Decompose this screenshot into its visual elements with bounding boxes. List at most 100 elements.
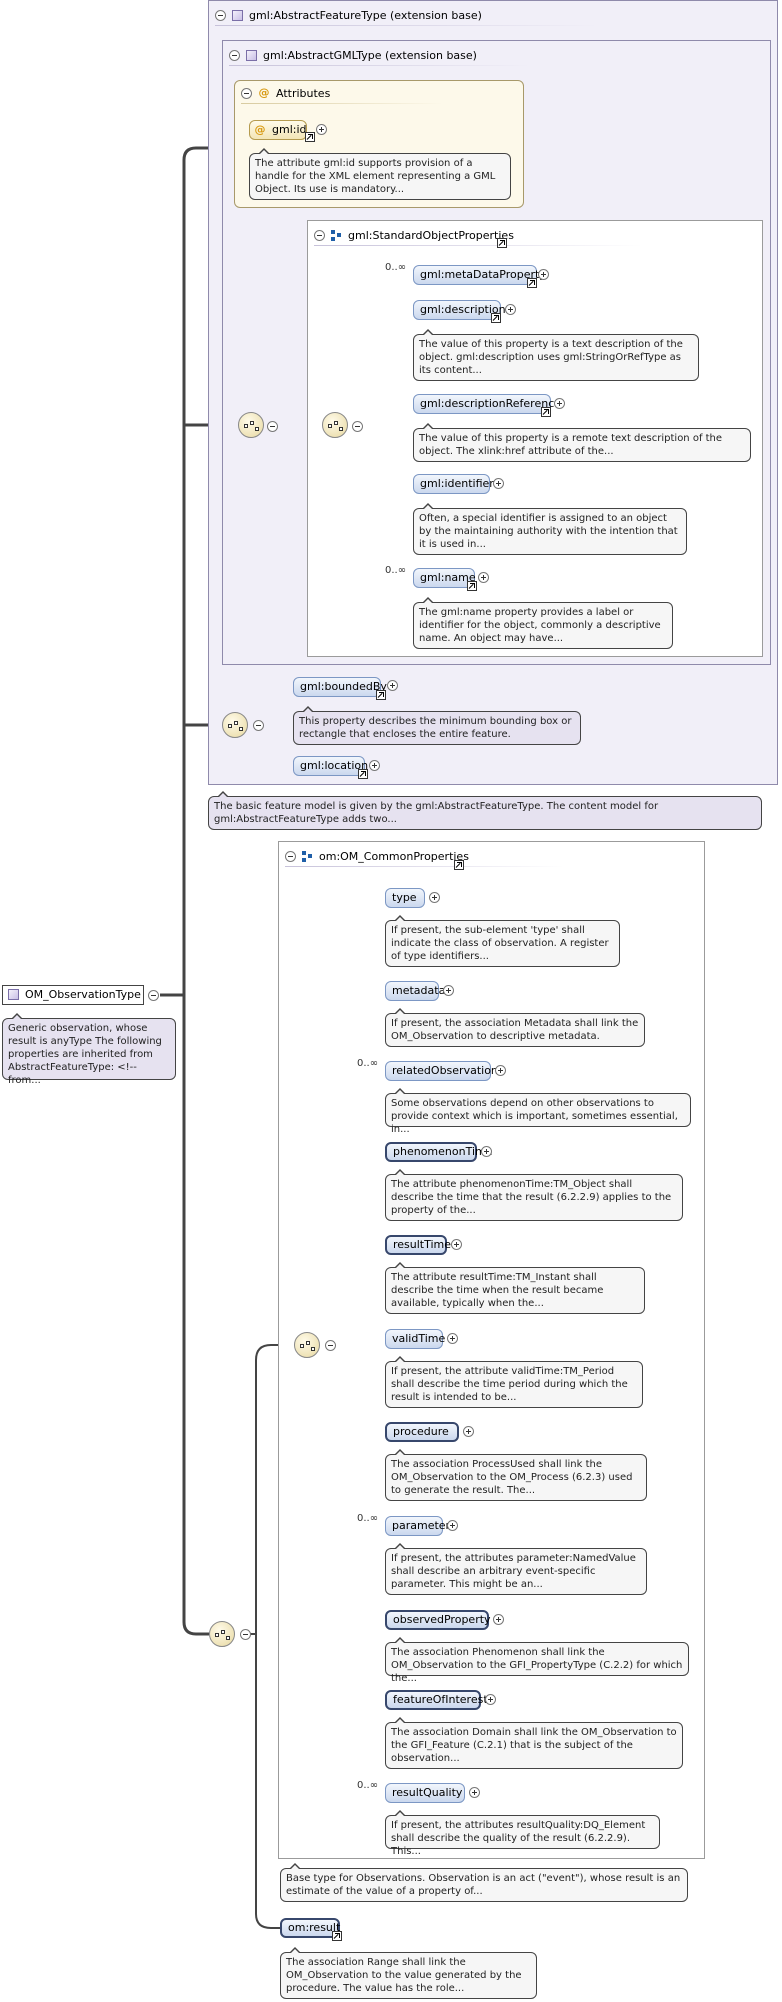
collapse-icon[interactable] xyxy=(285,850,296,862)
expand-icon[interactable] xyxy=(554,398,565,409)
element-procedure[interactable]: procedure xyxy=(385,1422,459,1442)
collapse-icon[interactable] xyxy=(267,421,278,432)
element-gml-description-reference[interactable]: gml:descriptionReference xyxy=(413,394,561,414)
gml-id-doc: The attribute gml:id supports provision … xyxy=(249,148,511,200)
element-resultTime[interactable]: resultTime xyxy=(385,1235,451,1255)
trunk-to-main-seq xyxy=(182,995,209,1636)
element-gml-bounded-by[interactable]: gml:boundedBy xyxy=(293,677,387,697)
feature-type-label: gml:AbstractFeatureType (extension base) xyxy=(249,8,482,22)
group-icon xyxy=(331,229,342,241)
complex-type-icon xyxy=(232,9,243,21)
element-observedProperty[interactable]: observedProperty xyxy=(385,1610,491,1630)
sequence-compositor-icon[interactable] xyxy=(322,412,348,438)
expand-icon[interactable] xyxy=(451,1239,462,1250)
std-props-label: gml:StandardObjectProperties xyxy=(348,228,514,242)
doc-type: If present, the sub-element 'type' shall… xyxy=(385,915,620,967)
om-common-properties-box: om:OM_CommonProperties xyxy=(278,841,705,1859)
collapse-icon[interactable] xyxy=(148,990,159,1001)
collapse-icon[interactable] xyxy=(240,1629,251,1640)
attributes-label: Attributes xyxy=(276,86,331,100)
expand-icon[interactable] xyxy=(369,760,380,771)
reference-arrow-icon[interactable] xyxy=(467,581,477,591)
expand-icon[interactable] xyxy=(443,985,454,996)
expand-icon[interactable] xyxy=(387,680,398,691)
expand-icon[interactable] xyxy=(505,304,516,315)
sequence-compositor-icon[interactable] xyxy=(294,1332,320,1358)
doc-metadata: If present, the association Metadata sha… xyxy=(385,1008,645,1047)
attribute-gml-id-label: gml:id xyxy=(272,123,307,136)
doc-featureOfInterest: The association Domain shall link the OM… xyxy=(385,1717,683,1769)
collapse-icon[interactable] xyxy=(352,421,363,432)
element-gml-identifier[interactable]: gml:identifier xyxy=(413,474,494,494)
expand-icon[interactable] xyxy=(316,124,327,135)
doc-resultTime: The attribute resultTime:TM_Instant shal… xyxy=(385,1262,645,1314)
om-observation-type[interactable]: OM_ObservationType xyxy=(2,985,144,1005)
expand-icon[interactable] xyxy=(493,478,504,489)
element-parameter[interactable]: parameter xyxy=(385,1516,450,1536)
attribute-icon: @ xyxy=(258,86,270,99)
reference-arrow-icon[interactable] xyxy=(376,690,386,700)
expand-icon[interactable] xyxy=(429,892,440,903)
element-gml-metadata-property[interactable]: gml:metaDataProperty xyxy=(413,265,546,285)
element-gml-location[interactable]: gml:location xyxy=(293,756,368,776)
collapse-icon[interactable] xyxy=(325,1340,336,1351)
gml-identifier-doc: Often, a special identifier is assigned … xyxy=(413,503,687,555)
collapse-icon[interactable] xyxy=(314,229,325,241)
expand-icon[interactable] xyxy=(469,1787,480,1798)
expand-icon[interactable] xyxy=(463,1426,474,1437)
reference-arrow-icon[interactable] xyxy=(454,860,464,870)
expand-icon[interactable] xyxy=(447,1520,458,1531)
gml-name-doc: The gml:name property provides a label o… xyxy=(413,597,673,649)
element-relatedObservation[interactable]: relatedObservation xyxy=(385,1061,498,1081)
expand-icon[interactable] xyxy=(495,1065,506,1076)
element-type[interactable]: type xyxy=(385,888,425,908)
element-resultQuality[interactable]: resultQuality xyxy=(385,1783,465,1803)
feature-type-doc: The basic feature model is given by the … xyxy=(208,791,762,830)
doc-phenomenonTime: The attribute phenomenonTime:TM_Object s… xyxy=(385,1169,683,1221)
to-common-seq xyxy=(255,1344,294,1361)
element-metadata[interactable]: metadata xyxy=(385,981,445,1001)
common-props-label: om:OM_CommonProperties xyxy=(319,849,469,863)
doc-validTime: If present, the attribute validTime:TM_P… xyxy=(385,1356,643,1408)
reference-arrow-icon[interactable] xyxy=(305,132,315,142)
attribute-gml-id[interactable]: @ gml:id xyxy=(249,120,307,140)
gml-description-reference-doc: The value of this property is a remote t… xyxy=(413,423,751,462)
collapse-icon[interactable] xyxy=(253,720,264,731)
element-gml-name[interactable]: gml:name xyxy=(413,568,476,588)
sequence-compositor-icon[interactable] xyxy=(238,412,264,438)
reference-arrow-icon[interactable] xyxy=(491,313,501,323)
reference-arrow-icon[interactable] xyxy=(358,769,368,779)
reference-arrow-icon[interactable] xyxy=(497,238,507,248)
expand-icon[interactable] xyxy=(538,269,549,280)
collapse-icon[interactable] xyxy=(215,9,226,21)
doc-observedProperty: The association Phenomenon shall link th… xyxy=(385,1637,689,1684)
complex-type-icon xyxy=(246,49,257,61)
root-label: OM_ObservationType xyxy=(25,988,141,1001)
element-om-result[interactable]: om:result xyxy=(280,1918,340,1938)
cardinality-resultQuality: 0..∞ xyxy=(357,1780,379,1791)
reference-arrow-icon[interactable] xyxy=(527,278,537,288)
reference-arrow-icon[interactable] xyxy=(541,407,551,417)
reference-arrow-icon[interactable] xyxy=(332,1931,342,1941)
element-featureOfInterest[interactable]: featureOfInterest xyxy=(385,1690,488,1710)
expand-icon[interactable] xyxy=(481,1146,492,1157)
cardinality-gml-name: 0..∞ xyxy=(385,565,407,576)
expand-icon[interactable] xyxy=(447,1333,458,1344)
expand-icon[interactable] xyxy=(485,1694,496,1705)
cardinality-relatedObservation: 0..∞ xyxy=(357,1058,379,1069)
collapse-icon[interactable] xyxy=(241,87,252,99)
trunk-to-gml-id xyxy=(182,146,249,161)
gml-description-doc: The value of this property is a text des… xyxy=(413,329,699,381)
element-validTime[interactable]: validTime xyxy=(385,1329,445,1349)
common-props-doc: Base type for Observations. Observation … xyxy=(280,1863,688,1902)
expand-icon[interactable] xyxy=(493,1614,504,1625)
cardinality-metadata-property: 0..∞ xyxy=(385,262,407,273)
sequence-compositor-icon[interactable] xyxy=(209,1621,235,1647)
attribute-icon: @ xyxy=(254,123,266,136)
element-gml-description[interactable]: gml:description xyxy=(413,300,506,320)
root-doc: Generic observation, whose result is any… xyxy=(2,1013,176,1086)
element-phenomenonTime[interactable]: phenomenonTime xyxy=(385,1142,493,1162)
expand-icon[interactable] xyxy=(478,572,489,583)
sequence-compositor-icon[interactable] xyxy=(222,712,248,738)
collapse-icon[interactable] xyxy=(229,49,240,61)
